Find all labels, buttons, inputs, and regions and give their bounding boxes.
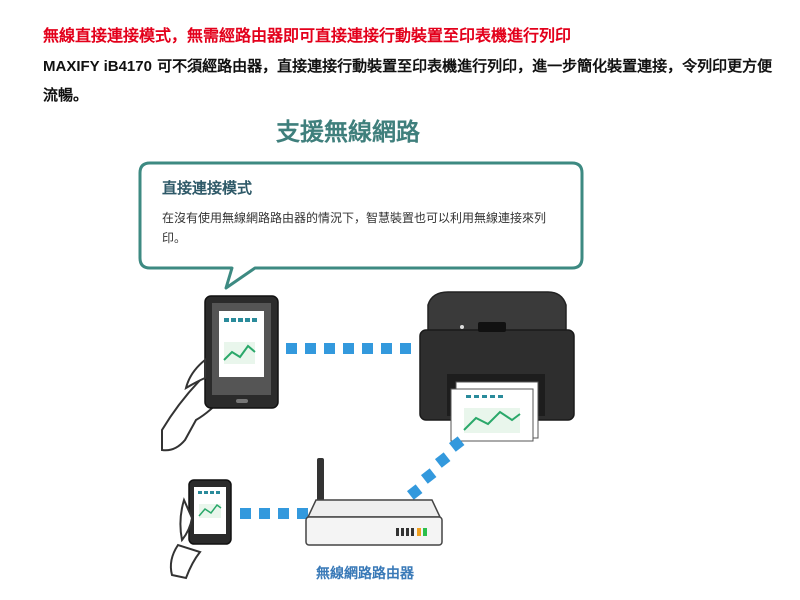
headline: 無線直接連接模式，無需經路由器即可直接連接行動裝置至印表機進行列印 [43, 26, 572, 45]
router-icon [305, 458, 443, 546]
speech-bubble [138, 161, 584, 290]
smartphone-icon [169, 479, 232, 580]
section-title: 支援無線網路 [276, 118, 420, 146]
product-description: MAXIFY iB4170 可不須經路由器，直接連接行動裝置至印表機進行列印，進… [43, 52, 778, 110]
bubble-text: 在沒有使用無線網路路由器的情況下，智慧裝置也可以利用無線連接來列印。 [162, 211, 547, 245]
wireless-link-dots-tablet-printer [286, 343, 411, 354]
description-text: 可不須經路由器，直接連接行動裝置至印表機進行列印，進一步簡化裝置連接，令列印更方… [43, 57, 773, 104]
router-label: 無線網路路由器 [316, 566, 414, 582]
model-name: MAXIFY iB4170 [43, 58, 152, 75]
printer-icon [419, 291, 575, 442]
bubble-title: 直接連接模式 [162, 179, 253, 197]
tablet-icon [161, 295, 279, 452]
wireless-link-dots-router-printer [406, 436, 465, 500]
wireless-link-dots-phone-router [240, 508, 308, 519]
